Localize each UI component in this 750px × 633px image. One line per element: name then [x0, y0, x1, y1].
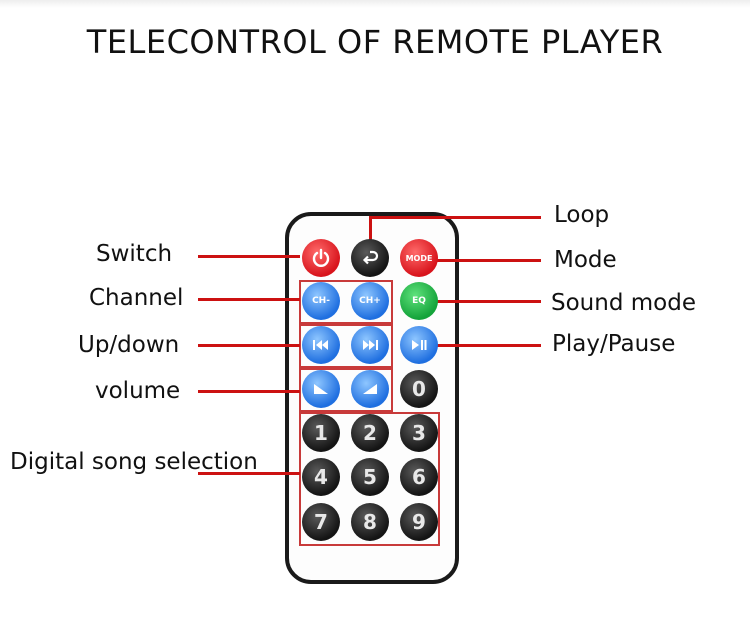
digit-3-label: 3	[412, 421, 426, 445]
switch-connector-line	[198, 255, 300, 258]
mode-connector-line	[428, 259, 541, 262]
power-icon	[312, 248, 330, 267]
volume-up-button[interactable]	[351, 370, 389, 408]
digit-2-button[interactable]: 2	[351, 414, 389, 452]
channel-minus-button[interactable]: CH-	[302, 282, 340, 320]
digit-0-label: 0	[412, 377, 426, 401]
ch-minus-label: CH-	[312, 296, 330, 306]
digit-9-label: 9	[412, 510, 426, 534]
power-button[interactable]	[302, 239, 340, 277]
digits-group-box	[299, 412, 440, 546]
sound-mode-connector-line	[430, 300, 541, 303]
label-switch: Switch	[96, 241, 173, 267]
digit-9-button[interactable]: 9	[400, 503, 438, 541]
digit-7-button[interactable]: 7	[302, 503, 340, 541]
channel-plus-button[interactable]: CH+	[351, 282, 389, 320]
digit-6-label: 6	[412, 465, 426, 489]
digit-8-button[interactable]: 8	[351, 503, 389, 541]
label-channel: Channel	[89, 285, 184, 311]
channel-group-box	[299, 280, 393, 324]
digit-3-button[interactable]: 3	[400, 414, 438, 452]
mode-button-label: MODE	[405, 253, 433, 263]
label-loop: Loop	[554, 202, 610, 228]
loop-connector-line	[369, 216, 541, 219]
label-play-pause: Play/Pause	[552, 331, 676, 357]
eq-button[interactable]: EQ	[400, 282, 438, 320]
digit-4-label: 4	[314, 465, 328, 489]
digit-8-label: 8	[363, 510, 377, 534]
previous-button[interactable]	[302, 326, 340, 364]
digit-4-button[interactable]: 4	[302, 458, 340, 496]
page-title: TELECONTROL OF REMOTE PLAYER	[86, 23, 664, 61]
previous-track-icon	[313, 340, 328, 350]
next-track-icon	[363, 340, 378, 350]
channel-connector-line	[198, 298, 300, 301]
digit-1-button[interactable]: 1	[302, 414, 340, 452]
digit-5-button[interactable]: 5	[351, 458, 389, 496]
play-pause-button[interactable]	[400, 326, 438, 364]
digit-6-button[interactable]: 6	[400, 458, 438, 496]
digital-connector-line	[198, 472, 300, 475]
volume-down-button[interactable]	[302, 370, 340, 408]
digit-7-label: 7	[314, 510, 328, 534]
next-button[interactable]	[351, 326, 389, 364]
digit-1-label: 1	[314, 421, 328, 445]
label-volume: volume	[95, 378, 181, 404]
loop-connector-vertical	[369, 216, 372, 240]
top-shadow	[0, 0, 750, 8]
volume-group-box	[299, 368, 393, 412]
digit-2-label: 2	[363, 421, 377, 445]
eq-label: EQ	[412, 296, 426, 306]
loop-button[interactable]	[351, 239, 389, 277]
digit-0-button[interactable]: 0	[400, 370, 438, 408]
label-digital-song-selection: Digital song selection	[10, 449, 258, 475]
updown-group-box	[299, 324, 393, 368]
mode-button[interactable]: MODE	[400, 239, 438, 277]
label-mode: Mode	[554, 247, 617, 273]
volume-up-icon	[363, 384, 377, 394]
loop-arrow-icon	[362, 250, 379, 265]
ch-plus-label: CH+	[359, 296, 381, 306]
updown-connector-line	[198, 344, 300, 347]
play-pause-icon	[412, 340, 427, 350]
volume-down-icon	[314, 384, 328, 394]
volume-connector-line	[198, 390, 300, 393]
play-pause-connector-line	[430, 344, 541, 347]
label-sound-mode: Sound mode	[551, 290, 696, 316]
digit-5-label: 5	[363, 465, 377, 489]
label-updown: Up/down	[78, 332, 180, 358]
